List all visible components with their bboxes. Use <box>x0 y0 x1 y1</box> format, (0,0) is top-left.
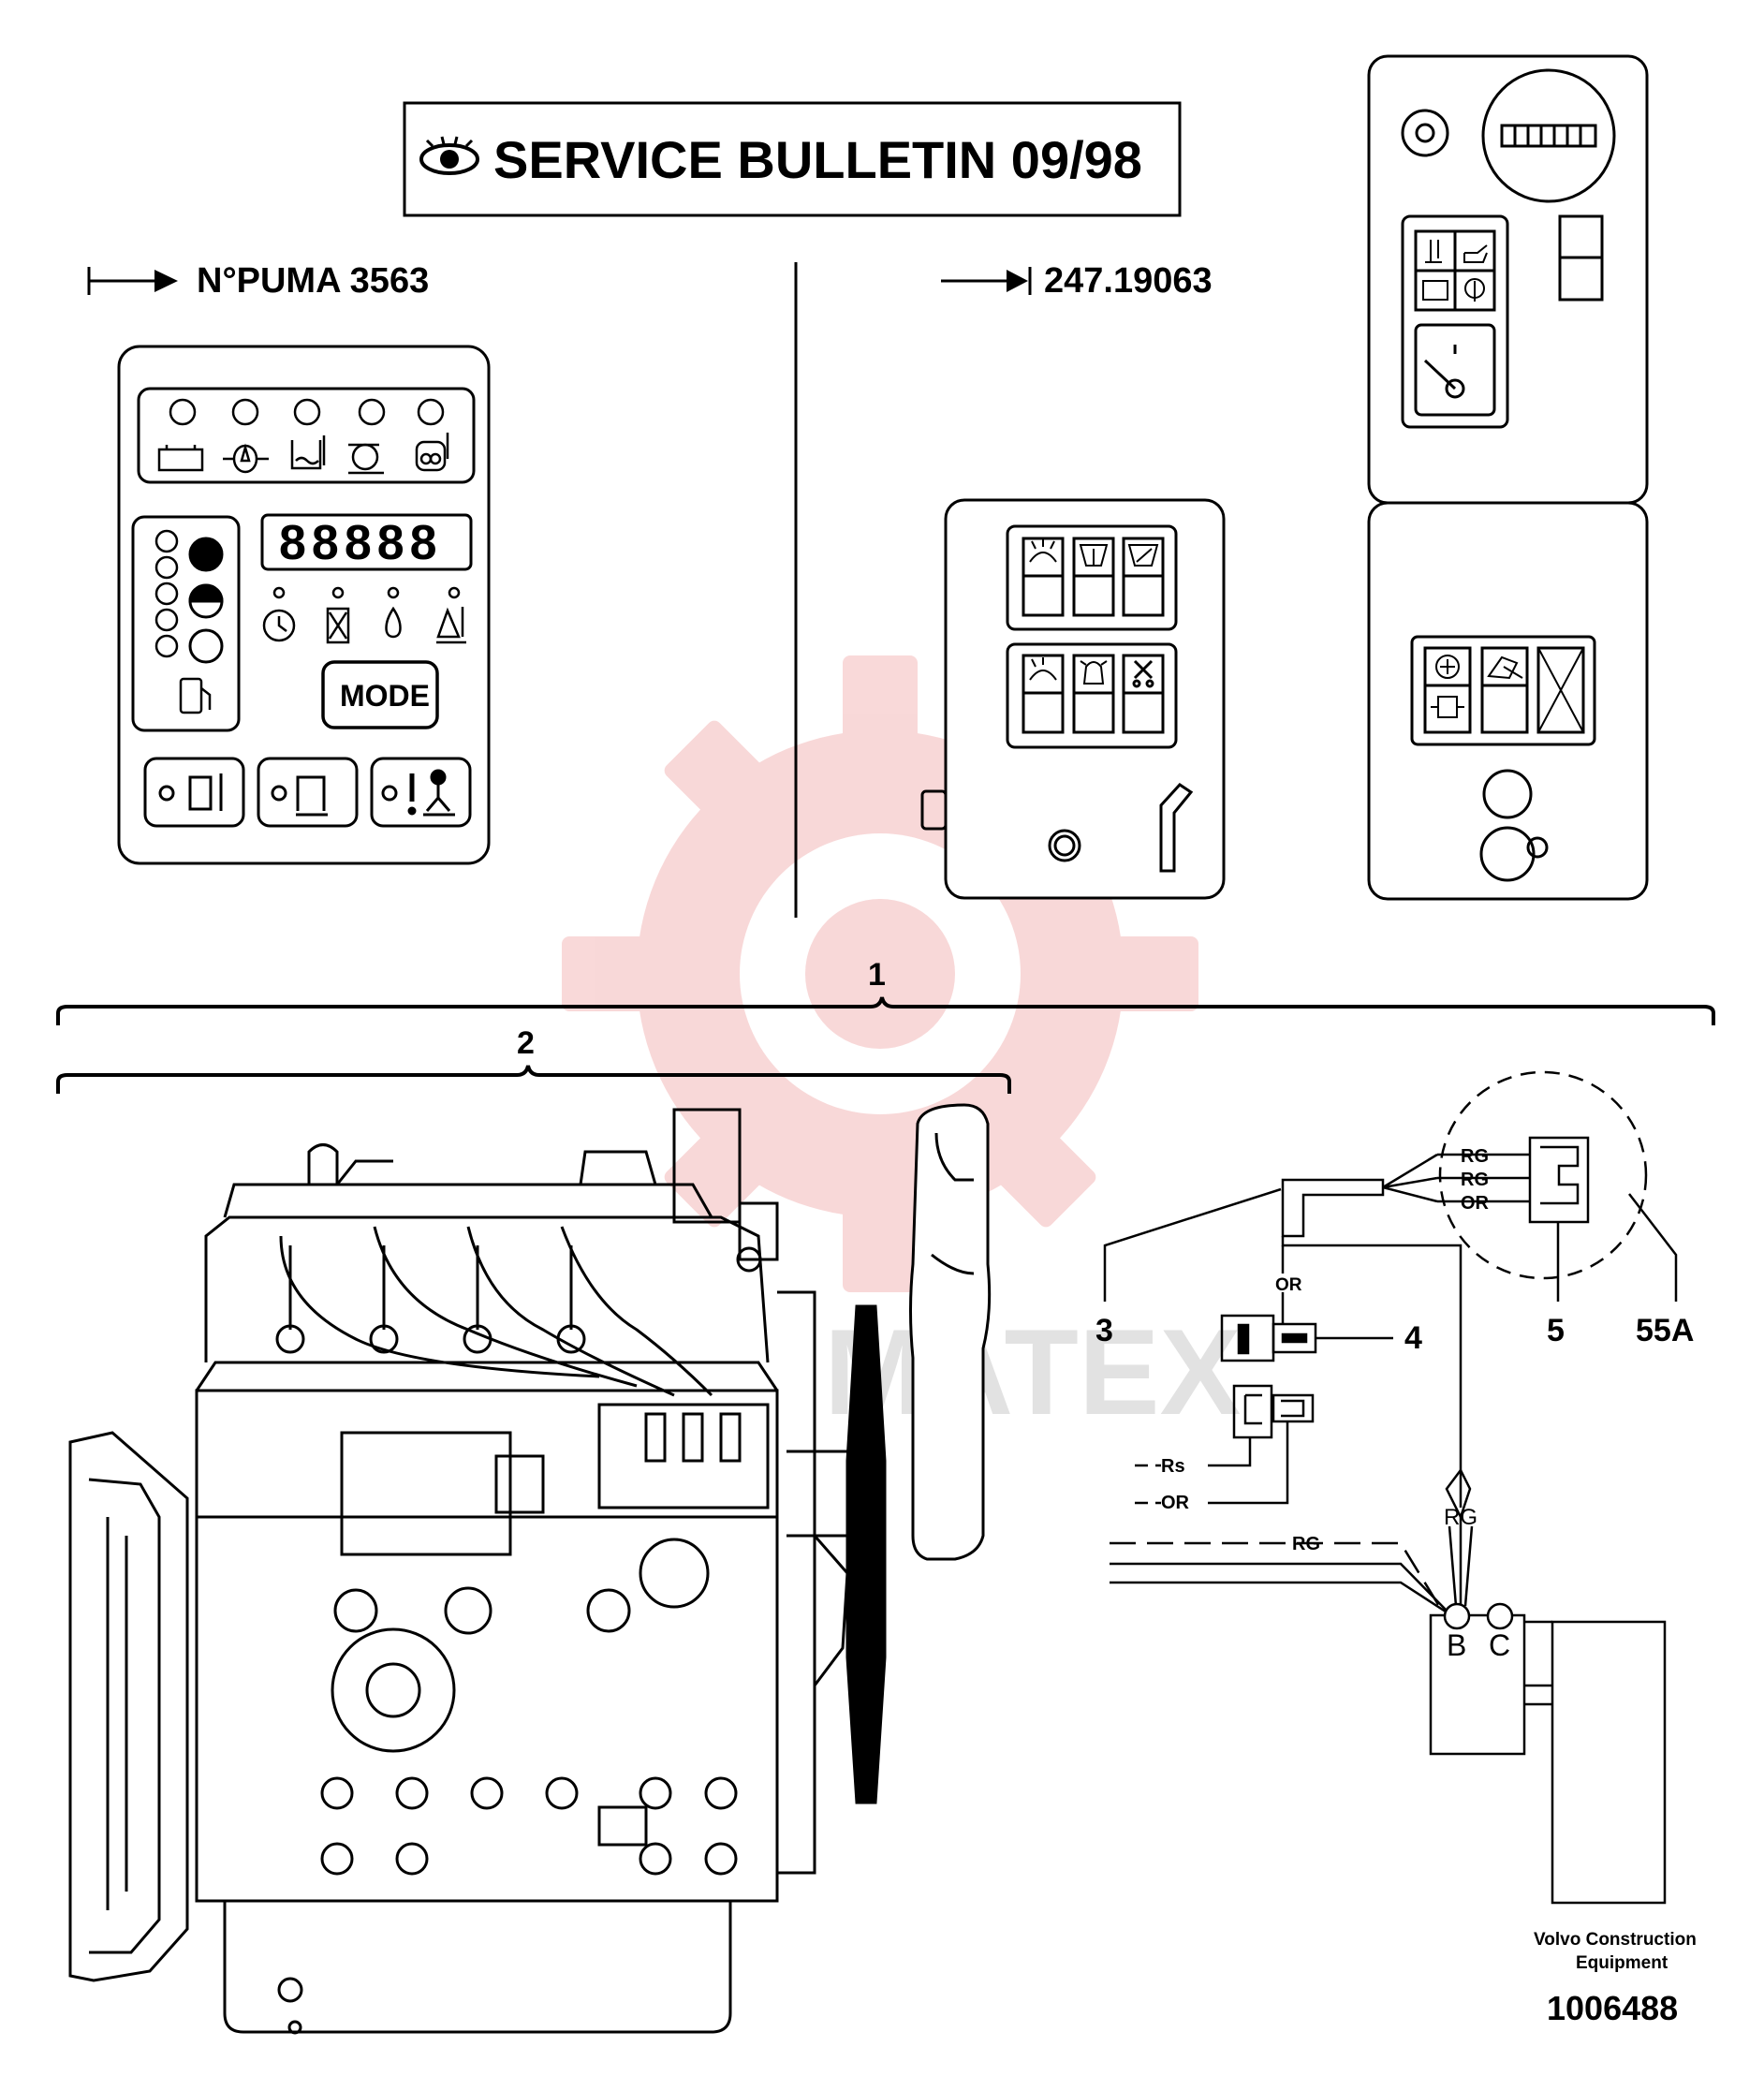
brace-1 <box>56 996 1715 1025</box>
detail-circle-55a <box>1438 1070 1648 1280</box>
serial-right-label: 247.19063 <box>1044 261 1213 301</box>
hourglass-icon <box>326 607 350 644</box>
warning-lamp-strip <box>137 387 476 484</box>
serial-range-left: N°PUMA 3563 <box>87 261 429 301</box>
half-indicator-icon <box>188 583 224 619</box>
empty-indicator-icon <box>188 628 224 664</box>
bottom-switch-3[interactable] <box>370 757 472 828</box>
hazard-icon <box>1132 659 1154 688</box>
segment-display-box <box>260 513 473 571</box>
beacon-icon <box>1080 660 1108 685</box>
callout-2: 2 <box>517 1025 535 1061</box>
terminal-label-c: C <box>1489 1628 1510 1662</box>
company-name-line1: Volvo Construction <box>1534 1930 1697 1950</box>
mating-connector <box>1232 1384 1273 1439</box>
header-title-box: SERVICE BULLETIN 09/98 <box>403 101 1182 217</box>
watermark-text: MATEX <box>824 1303 1241 1440</box>
hydraulic-icon <box>436 607 466 644</box>
callout-3: 3 <box>1095 1313 1113 1348</box>
callout-1: 1 <box>868 957 886 993</box>
engine-illustration <box>68 1103 992 2035</box>
instrument-panel-new-right-top <box>1367 54 1649 505</box>
document-number: 1006488 <box>1547 1989 1678 2027</box>
warning-lamp-cluster <box>1401 214 1509 429</box>
oil-can-icon <box>1463 244 1488 263</box>
wire-label-or-2: OR <box>1275 1275 1302 1295</box>
fuel-pump-icon <box>179 677 212 714</box>
oil-pressure-icon <box>223 443 269 474</box>
work-light-2-icon <box>1029 657 1057 681</box>
crank-pulley <box>331 1627 456 1753</box>
bottom-switch-2[interactable] <box>257 757 359 828</box>
terminal-label-b: B <box>1447 1628 1466 1662</box>
wire-label-rs: Rs <box>1161 1456 1185 1477</box>
drop-icon <box>385 606 402 639</box>
warning-lamps <box>169 398 445 426</box>
full-indicator-icon <box>188 537 224 572</box>
wire-label-or-1: OR <box>1461 1193 1490 1214</box>
segment-display: 88888 <box>279 516 443 570</box>
fuel-level-box <box>131 515 241 732</box>
mode-button[interactable]: MODE <box>321 660 439 729</box>
serial-range-right: 247.19063 <box>941 261 1213 301</box>
brace-2 <box>56 1065 1011 1094</box>
wire-label-rg-3: RG <box>1292 1534 1320 1554</box>
wire-label-rg-2: RG <box>1461 1170 1489 1190</box>
eye-icon <box>419 136 479 175</box>
block-bolt-bosses <box>320 1776 738 1876</box>
work-light-icon <box>1029 539 1057 563</box>
cigarette-lighter-icon <box>1479 826 1549 882</box>
harness-3 <box>1281 1178 1385 1238</box>
glow-plug-icon <box>415 433 449 472</box>
bulletin-title: SERVICE BULLETIN 09/98 <box>493 130 1142 189</box>
battery-icon <box>157 445 204 472</box>
wire-label-rg-4: RG <box>1444 1505 1477 1530</box>
switch-block-lower <box>1006 642 1178 749</box>
mode-indicator-leds <box>272 586 461 599</box>
coolant-temp-icon <box>290 435 326 470</box>
hour-meter-dial <box>1481 68 1616 203</box>
serial-left-label: N°PUMA 3563 <box>197 261 429 301</box>
terminal-b-stud <box>1443 1602 1471 1630</box>
blank-switch-icon <box>1537 647 1584 733</box>
air-filter-icon <box>348 443 384 475</box>
rear-wiper-icon <box>1127 544 1159 567</box>
stalk-lever-icon <box>1159 783 1194 873</box>
svg-text:MODE: MODE <box>340 679 430 713</box>
instrument-panel-new-center <box>920 498 1226 900</box>
fuel-level-leds <box>154 529 179 658</box>
round-switch-upper <box>1482 769 1533 819</box>
bottom-switch-1[interactable] <box>143 757 245 828</box>
wire-label-or-3: OR <box>1161 1493 1190 1513</box>
wiring-schematic <box>1103 1070 1678 1905</box>
clock-icon <box>262 609 296 642</box>
company-name-line2: Equipment <box>1576 1953 1668 1973</box>
engine-preheat-icon <box>1431 655 1464 718</box>
instrument-panel-old: 88888 MODE <box>117 345 491 865</box>
callout-4: 4 <box>1404 1320 1422 1356</box>
filter-icon <box>1464 278 1485 302</box>
switch-block-upper <box>1006 524 1178 631</box>
key-switch-icon <box>1401 109 1449 157</box>
fuel-gauge <box>1414 323 1496 417</box>
wire-label-rg-1: RG <box>1461 1146 1489 1167</box>
instrument-panel-new-right-bottom <box>1367 501 1649 901</box>
starter-body <box>1551 1620 1667 1905</box>
side-connector <box>920 789 948 831</box>
coolant-icon <box>1425 240 1442 263</box>
boom-lock-icon <box>1487 655 1523 680</box>
callout-5: 5 <box>1547 1313 1565 1348</box>
switch-block-right <box>1410 635 1596 746</box>
battery-2-icon <box>1422 280 1448 301</box>
callout-55a: 55A <box>1636 1313 1694 1348</box>
ignition-lock-icon <box>1048 829 1081 862</box>
front-wiper-icon <box>1079 544 1109 567</box>
hour-meter-counter <box>1500 124 1597 148</box>
terminal-c-stud <box>1486 1602 1514 1630</box>
